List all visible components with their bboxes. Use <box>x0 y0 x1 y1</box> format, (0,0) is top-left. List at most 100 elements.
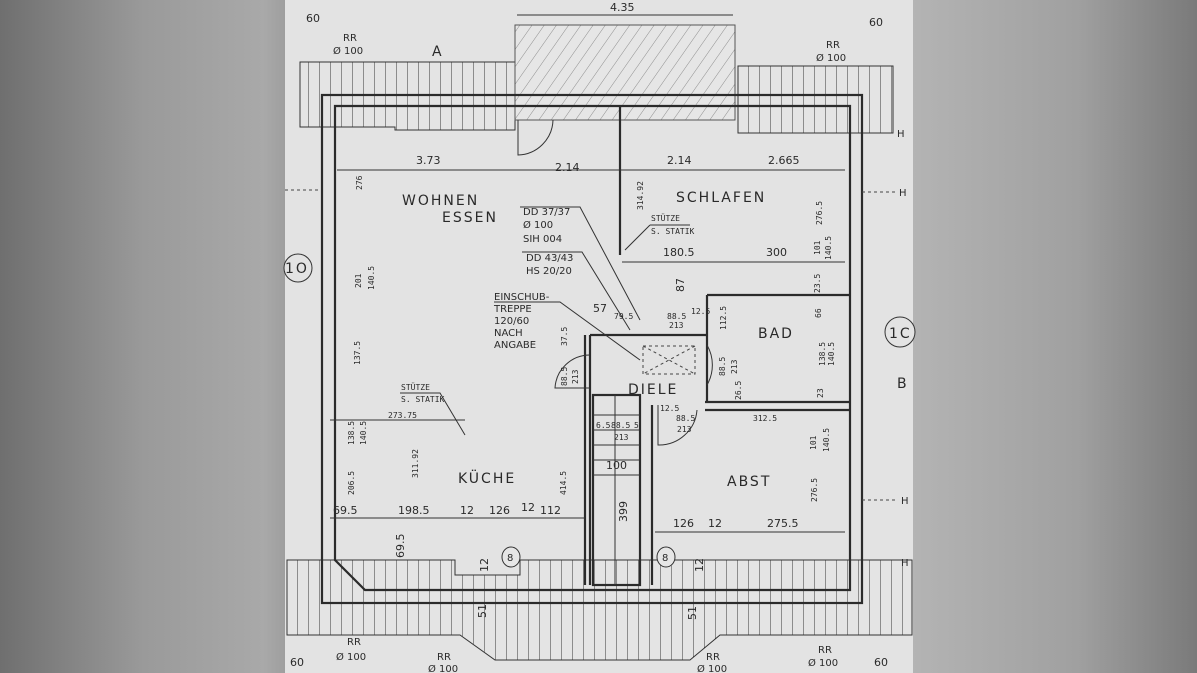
dim-label: 23.5 <box>813 274 822 293</box>
balcony-width: 4.35 <box>610 1 635 14</box>
note-line: HS 20/20 <box>526 266 572 277</box>
note-line: Ø 100 <box>523 219 553 231</box>
note-line: ANGABE <box>494 340 536 351</box>
window-marker-label: 8 <box>507 553 513 564</box>
dim-label: 2.14 <box>667 154 692 167</box>
dim-label: 180.5 <box>663 246 695 259</box>
support-note: STÜTZE S. STATIK STÜTZE S. STATIK <box>401 213 695 404</box>
note-line: SIH 004 <box>523 234 562 245</box>
door-swing <box>554 354 591 389</box>
outer-wall-inner <box>333 104 852 592</box>
rr-diameter: Ø 100 <box>808 657 838 669</box>
dim-label: 138.5 <box>818 342 827 366</box>
section-circle-left: 1O <box>283 253 313 283</box>
rr-diameter: Ø 100 <box>816 52 846 64</box>
outer-wall <box>320 93 864 605</box>
note-line: S. STATIK <box>401 395 445 404</box>
roof-top-right <box>737 65 894 134</box>
rr-diameter: Ø 100 <box>697 663 727 673</box>
dim-label: 57 <box>593 302 607 315</box>
dim-label: 51 <box>686 606 699 620</box>
rr-diameter: Ø 100 <box>333 45 363 57</box>
dimension-labels: 180.5 300 314.92 87 57 79.5 88.5 213 12.… <box>333 175 836 620</box>
dim-label: 312.5 <box>753 414 777 423</box>
dim-label: 140.5 <box>827 342 836 366</box>
dim-label: 300 <box>766 246 787 259</box>
dim-label: 87 <box>674 278 687 292</box>
note-line: STÜTZE <box>651 213 680 223</box>
note-line: TREPPE <box>493 304 532 315</box>
dim-label: 311.92 <box>411 449 420 478</box>
dim-label: 79.5 <box>614 312 633 321</box>
dim-label: 112 <box>540 504 561 517</box>
rr-label: RR <box>347 637 361 648</box>
dim-label: 88.5 <box>718 357 727 376</box>
door-swing <box>517 119 554 156</box>
dim-label: 140.5 <box>367 266 376 290</box>
room-abst: ABST <box>727 474 771 490</box>
dim-label: 66 <box>814 308 823 318</box>
dim-label: 276.5 <box>815 201 824 225</box>
overhang-tr: 60 <box>869 16 883 29</box>
section-b-label: B <box>897 376 909 392</box>
dim-label: 37.5 <box>560 327 569 346</box>
section-marker: A <box>432 44 444 60</box>
h-marker: H <box>897 129 905 140</box>
dim-label: 2.665 <box>768 154 800 167</box>
dim-label: 137.5 <box>353 341 362 365</box>
dim-label: 12.5 <box>691 307 710 316</box>
balcony <box>514 24 736 121</box>
dim-label: 12 <box>708 517 722 530</box>
dim-label: 213 <box>669 321 684 330</box>
h-marker: H <box>901 558 909 569</box>
dim-label: 276.5 <box>810 478 819 502</box>
dim-label: 414.5 <box>559 471 568 495</box>
dim-label: 140.5 <box>822 428 831 452</box>
note-line: DD 43/43 <box>526 253 573 264</box>
dim-label: 26.5 <box>734 381 743 400</box>
window-marker: 8 <box>656 546 676 568</box>
dim-label: 101 <box>809 435 818 450</box>
rr-label: RR <box>437 652 451 663</box>
dim-label: 2.14 <box>555 161 580 174</box>
chimney-note-2: DD 43/43 HS 20/20 <box>526 253 573 277</box>
door-swing <box>657 405 698 446</box>
overhang-bl: 60 <box>290 656 304 669</box>
dim-label: 275.5 <box>767 517 799 530</box>
dim-label: 88.5 <box>611 421 630 430</box>
note-line: DD 37/37 <box>523 207 570 218</box>
window-marker: 8 <box>501 546 521 568</box>
dim-label: 112.5 <box>719 306 728 330</box>
rr-label: RR <box>826 40 840 51</box>
note-line: EINSCHUB- <box>494 292 550 303</box>
window-marker-label: 8 <box>662 553 668 564</box>
dim-label: 213 <box>614 433 629 442</box>
dim-label: 23 <box>816 388 825 398</box>
leader-lines <box>400 206 690 436</box>
room-wohnen: WOHNEN <box>402 193 479 209</box>
dim-label: 314.92 <box>636 181 645 210</box>
section-circle-right: 1C <box>884 316 916 348</box>
dim-label: 126 <box>489 504 510 517</box>
chimney-note-1: DD 37/37 Ø 100 SIH 004 <box>523 207 570 245</box>
loft-hatch <box>642 345 696 375</box>
rr-diameter: Ø 100 <box>428 663 458 673</box>
room-bad: BAD <box>758 326 794 342</box>
roof-bottom <box>286 559 913 661</box>
bad-walls <box>705 293 850 412</box>
dim-label: 213 <box>730 359 739 374</box>
dim-label: 213 <box>571 369 580 384</box>
door-swing <box>706 344 713 386</box>
dim-label: 201 <box>354 273 363 288</box>
dim-label: 69.5 <box>394 534 407 559</box>
dim-label: 140.5 <box>824 236 833 260</box>
dim-label: 6.5 <box>596 421 611 430</box>
dim-label: 88.5 <box>676 414 695 423</box>
dim-label: 88.5 <box>667 312 686 321</box>
dim-label: 88.5 <box>560 367 569 386</box>
rr-label: RR <box>343 33 357 44</box>
dim-label: 126 <box>673 517 694 530</box>
dim-label: 12 <box>460 504 474 517</box>
dim-label: 213 <box>677 425 692 434</box>
dim-label: 276 <box>355 175 364 190</box>
